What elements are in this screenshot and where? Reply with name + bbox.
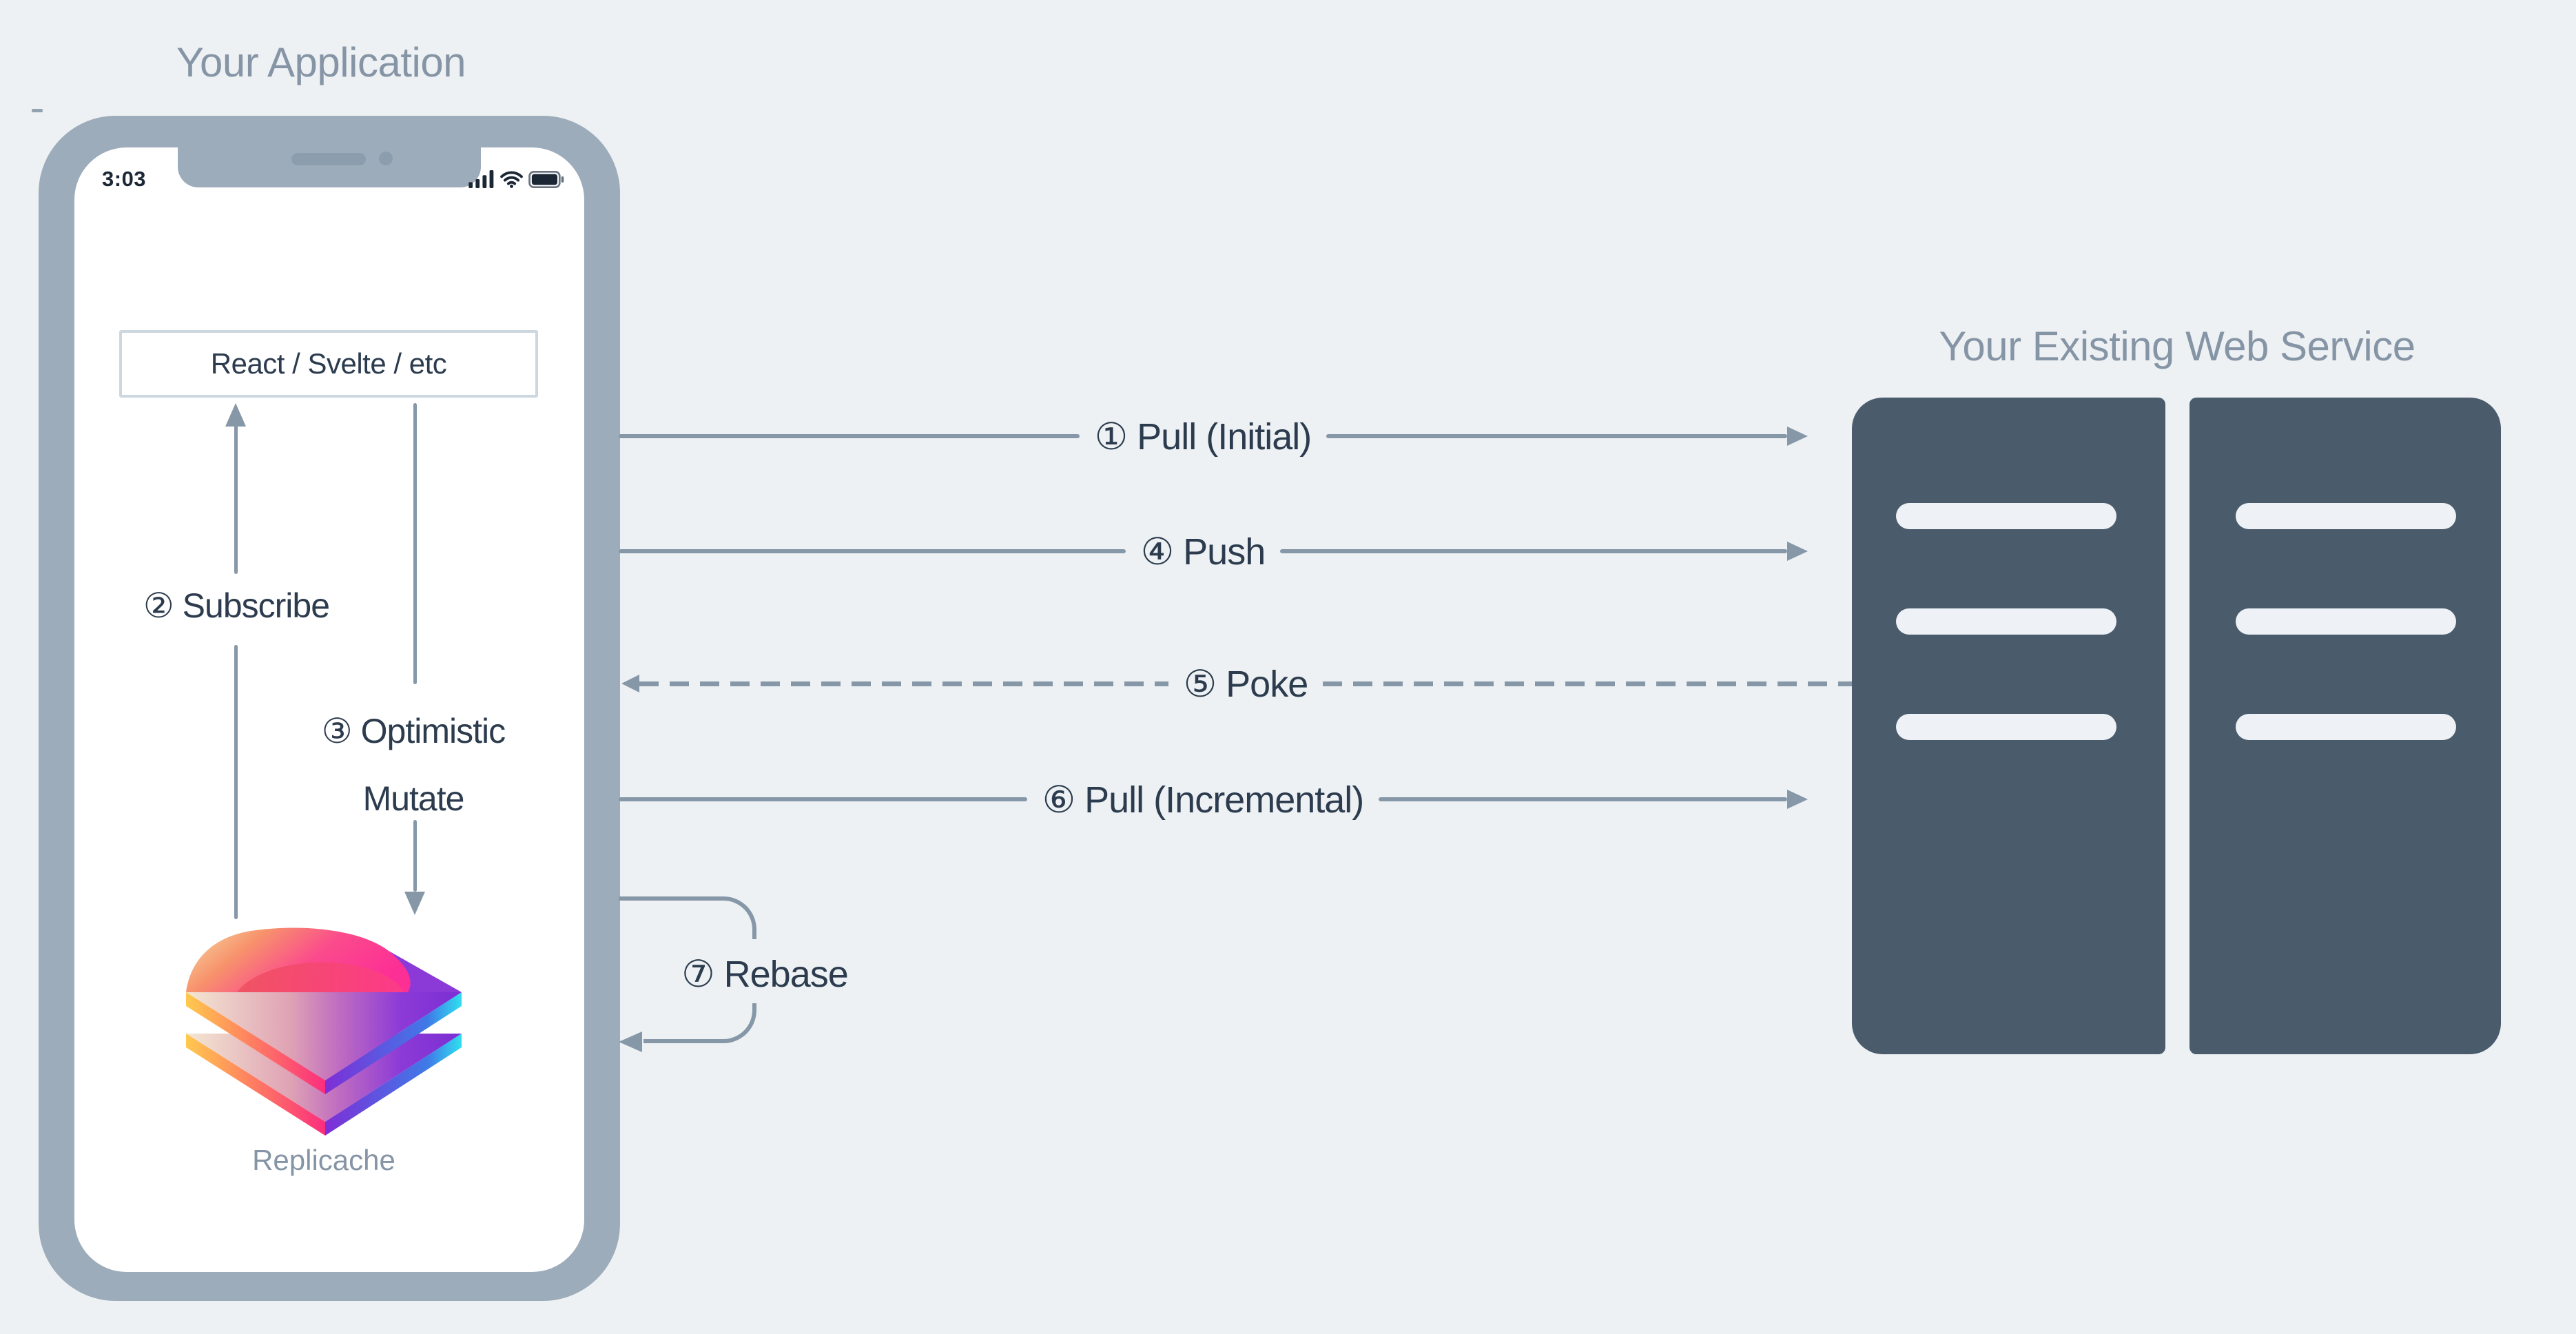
speaker-slot [291, 153, 366, 165]
mutate-arrow-line [413, 820, 417, 892]
arrow-line [1280, 549, 1787, 553]
arrow-line [619, 797, 1027, 801]
arrow-line [619, 549, 1126, 553]
flow-label-pull-incremental: ⑥ Pull (Incremental) [1042, 779, 1365, 821]
server-slot [2236, 608, 2456, 635]
mutate-arrow-line [413, 403, 417, 684]
flow-pull-incremental-arrow: ⑥ Pull (Incremental) [619, 761, 1808, 837]
dashed-arrow-line [639, 681, 1168, 686]
subscribe-arrow-line [234, 645, 238, 919]
arrowhead-right-icon [1787, 790, 1808, 809]
arrow-line [619, 434, 1080, 438]
arrowhead-left-icon [621, 675, 639, 692]
dashed-arrow-line [1323, 681, 1852, 686]
flow-label-optimistic-mutate: ③ Optimistic Mutate [276, 697, 551, 832]
framework-box: React / Svelte / etc [119, 330, 538, 398]
arrow-line [1379, 797, 1787, 801]
flow-pull-initial-arrow: ① Pull (Initial) [619, 398, 1808, 474]
battery-icon [528, 170, 566, 192]
flow-push-arrow: ④ Push [619, 513, 1808, 589]
flow-poke-arrow: ⑤ Poke [621, 646, 1852, 721]
mutate-arrowhead-down-icon [404, 892, 425, 915]
service-title: Your Existing Web Service [1939, 323, 2415, 369]
flow-label-poke: ⑤ Poke [1183, 663, 1308, 705]
flow-label-subscribe: ② Subscribe [143, 586, 330, 625]
arrowhead-right-icon [1787, 427, 1808, 446]
rebase-arrowhead-left-icon [619, 1032, 642, 1052]
application-title: Your Application [176, 39, 466, 85]
arrow-line [1326, 434, 1787, 438]
arrowhead-right-icon [1787, 542, 1808, 561]
server-slot [1896, 503, 2116, 529]
phone-frame: 3:03 [39, 116, 620, 1301]
flow-label-line: Mutate [362, 779, 465, 818]
flow-label-pull-initial: ① Pull (Initial) [1094, 415, 1312, 458]
subscribe-arrow-line [234, 425, 238, 574]
flow-label-rebase: ⑦ Rebase [681, 954, 849, 995]
server-slot [2236, 714, 2456, 740]
rebase-loop-top [619, 896, 756, 939]
replicache-logo-icon [186, 927, 462, 1136]
server-slot [1896, 714, 2116, 740]
status-clock: 3:03 [102, 167, 147, 191]
server-slot [2236, 503, 2456, 529]
rebase-loop-bottom [643, 1003, 756, 1043]
replicache-label: Replicache [252, 1144, 395, 1176]
signal-bars-icon [468, 170, 495, 192]
flow-label-line: ③ Optimistic [321, 712, 506, 750]
server-tower-left [1852, 398, 2165, 1054]
stray-dash [32, 109, 43, 112]
camera-dot [379, 152, 393, 165]
phone-screen: 3:03 [74, 147, 584, 1272]
phone-notch [178, 147, 481, 187]
flow-label-push: ④ Push [1140, 531, 1266, 573]
subscribe-arrowhead-up-icon [225, 403, 246, 427]
status-icons [468, 170, 566, 192]
server-slot [1896, 608, 2116, 635]
server-tower-right [2189, 398, 2501, 1054]
wifi-icon [500, 171, 523, 192]
